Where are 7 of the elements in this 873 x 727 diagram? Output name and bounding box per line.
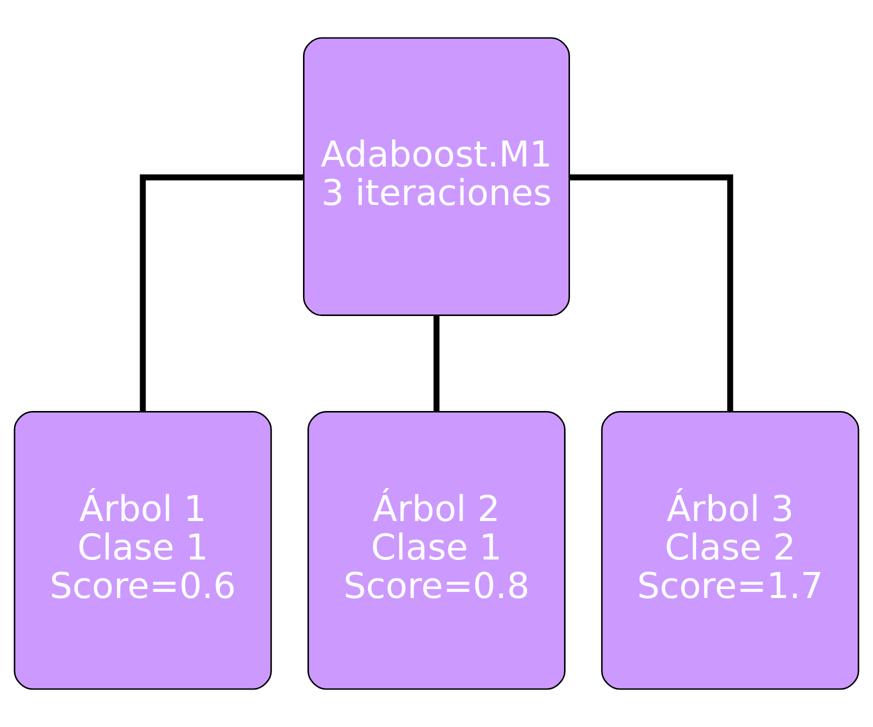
node-box: Árbol 3 Clase 2 Score=1.7: [601, 410, 860, 690]
connector: [140, 174, 304, 412]
node-box: Árbol 1 Clase 1 Score=0.6: [14, 410, 272, 690]
node-box: Árbol 2 Clase 1 Score=0.8: [307, 410, 566, 690]
connector: [570, 174, 734, 412]
node-box: Adaboost.M1 3 iteraciones: [303, 37, 570, 316]
connector: [434, 316, 440, 412]
